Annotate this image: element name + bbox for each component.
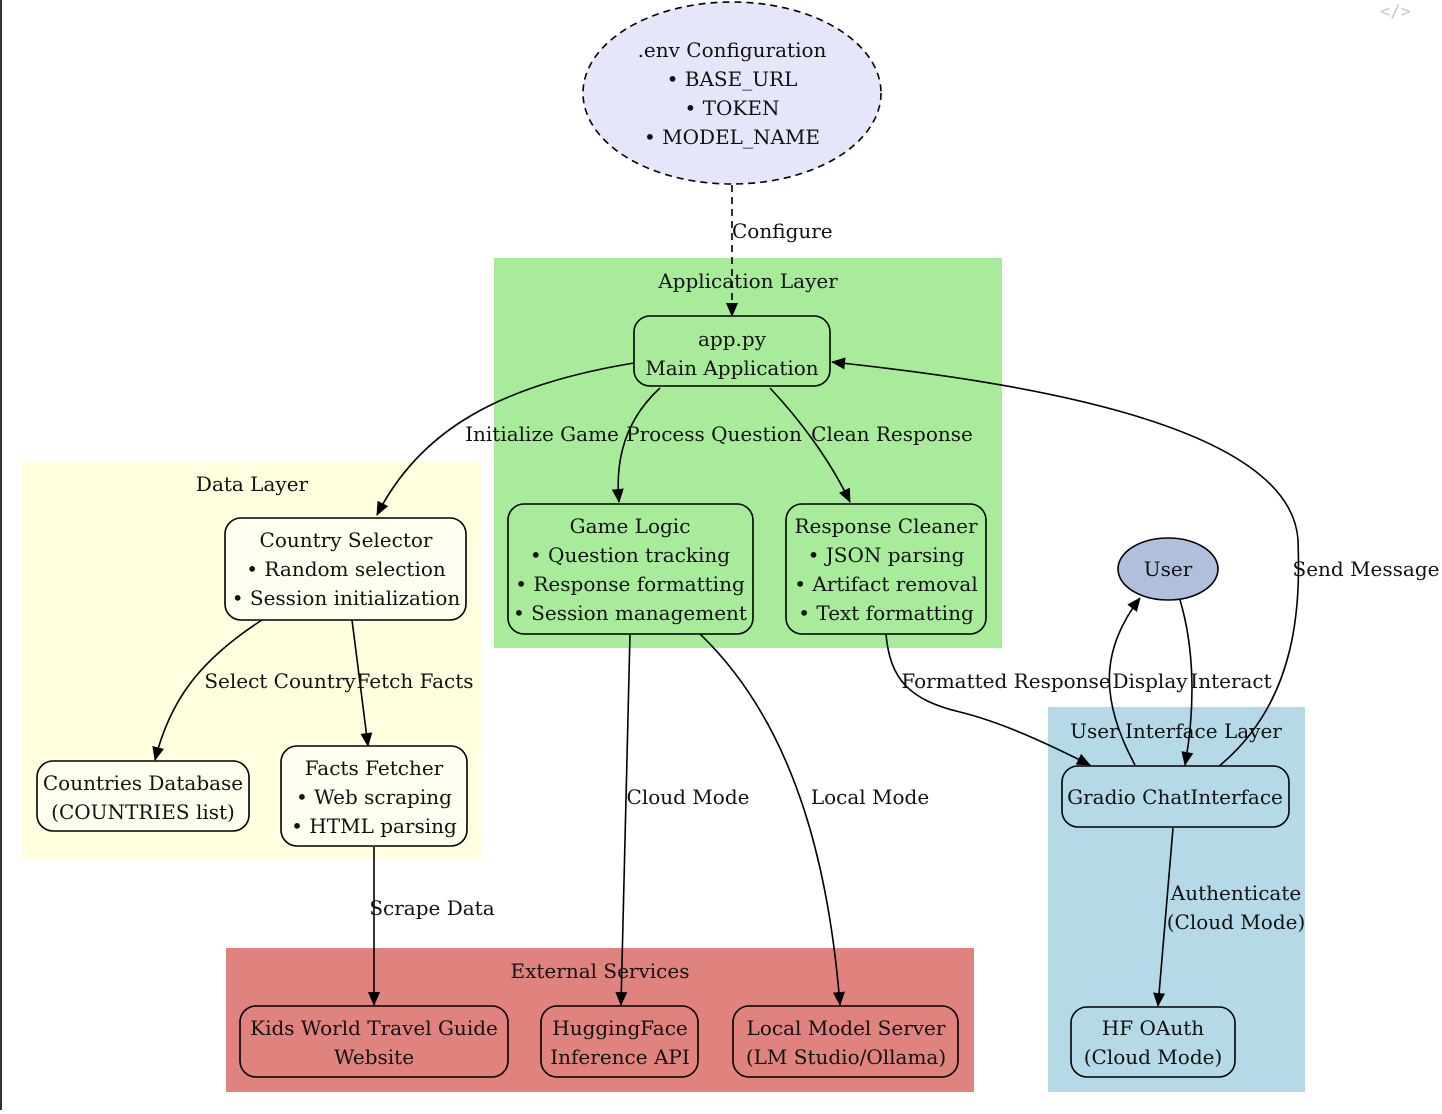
node-game-logic-line: Game Logic: [570, 514, 691, 538]
cluster-label-application-layer: Application Layer: [657, 269, 838, 293]
node-user[interactable]: User: [1117, 537, 1219, 601]
node-app-py[interactable]: app.py Main Application: [633, 315, 831, 387]
node-game-logic[interactable]: Game Logic • Question tracking • Respons…: [507, 503, 754, 635]
node-env-line: • BASE_URL: [667, 67, 798, 91]
node-app-line: Main Application: [645, 356, 818, 380]
node-country-selector-line: Country Selector: [260, 528, 433, 552]
edge-label-display: Display: [1112, 669, 1188, 693]
node-response-cleaner-line: • Artifact removal: [794, 572, 978, 596]
node-huggingface-inference-api[interactable]: HuggingFace Inference API: [540, 1005, 699, 1078]
node-kids-world-travel-guide[interactable]: Kids World Travel Guide Website: [239, 1005, 509, 1078]
node-local-model-server[interactable]: Local Model Server (LM Studio/Ollama): [732, 1005, 959, 1078]
node-country-selector-line: • Session initialization: [232, 586, 461, 610]
edge-send-message: [831, 357, 1300, 768]
cluster-label-user-interface-layer: User Interface Layer: [1070, 719, 1282, 743]
node-local-model-line: Local Model Server: [747, 1016, 946, 1040]
node-app-line: app.py: [698, 327, 767, 351]
edge-label-authenticate-1: Authenticate: [1170, 881, 1301, 905]
node-huggingface-line: HuggingFace: [552, 1016, 688, 1040]
node-facts-fetcher[interactable]: Facts Fetcher • Web scraping • HTML pars…: [280, 745, 468, 847]
node-game-logic-line: • Session management: [513, 601, 747, 625]
edge-fetch-facts: [351, 619, 373, 747]
cluster-label-data-layer: Data Layer: [196, 472, 309, 496]
edge-authenticate: [1153, 827, 1174, 1007]
edge-label-scrape-data: Scrape Data: [369, 896, 494, 920]
edge-cloud-mode: [615, 633, 631, 1006]
node-countries-db-line: (COUNTRIES list): [51, 800, 235, 824]
node-response-cleaner-line: • Text formatting: [798, 601, 974, 625]
edge-label-select-country: Select Country: [204, 669, 356, 693]
node-facts-fetcher-line: • Web scraping: [296, 785, 452, 809]
edge-select-country: [152, 619, 263, 761]
edge-initialize-game: [376, 362, 635, 516]
node-user-line: User: [1144, 557, 1193, 581]
node-response-cleaner-line: Response Cleaner: [794, 514, 978, 538]
edge-interact: [1179, 599, 1194, 766]
node-response-cleaner-line: • JSON parsing: [808, 543, 965, 567]
node-gradio-chatinterface[interactable]: Gradio ChatInterface: [1061, 765, 1290, 828]
node-response-cleaner[interactable]: Response Cleaner • JSON parsing • Artifa…: [785, 503, 987, 635]
edge-label-local-mode: Local Mode: [811, 785, 929, 809]
node-kids-world-line: Kids World Travel Guide: [250, 1016, 498, 1040]
node-hf-oauth-line: (Cloud Mode): [1084, 1045, 1223, 1069]
edge-formatted-response: [885, 633, 1091, 766]
edge-label-cloud-mode: Cloud Mode: [627, 785, 750, 809]
edge-label-send-message: Send Message: [1293, 557, 1440, 581]
edge-label-authenticate-2: (Cloud Mode): [1167, 910, 1306, 934]
node-kids-world-line: Website: [334, 1045, 414, 1069]
node-country-selector-line: • Random selection: [246, 557, 446, 581]
node-env-configuration[interactable]: .env Configuration • BASE_URL • TOKEN • …: [582, 1, 882, 185]
node-facts-fetcher-line: • HTML parsing: [291, 814, 457, 838]
edge-label-formatted-response: Formatted Response: [901, 669, 1110, 693]
cluster-label-external-services: External Services: [511, 959, 690, 983]
node-facts-fetcher-line: Facts Fetcher: [305, 756, 444, 780]
edges: [152, 185, 1300, 1007]
node-huggingface-line: Inference API: [550, 1045, 690, 1069]
node-env-line: • MODEL_NAME: [644, 125, 820, 149]
node-country-selector[interactable]: Country Selector • Random selection • Se…: [224, 517, 467, 621]
edge-label-initialize-game: Initialize Game: [465, 422, 619, 446]
edge-display: [1108, 597, 1141, 766]
node-local-model-line: (LM Studio/Ollama): [746, 1045, 946, 1069]
node-hf-oauth-line: HF OAuth: [1102, 1016, 1204, 1040]
edge-labels: Configure Initialize Game Process Questi…: [204, 219, 1439, 934]
edge-label-configure: Configure: [732, 219, 833, 243]
node-game-logic-line: • Question tracking: [530, 543, 730, 567]
edge-local-mode: [699, 633, 845, 1006]
node-gradio-line: Gradio ChatInterface: [1067, 785, 1283, 809]
node-countries-db-line: Countries Database: [43, 771, 243, 795]
edge-label-process-question: Process Question: [626, 422, 802, 446]
edge-clean-response: [769, 387, 851, 503]
node-game-logic-line: • Response formatting: [515, 572, 745, 596]
edge-label-fetch-facts: Fetch Facts: [356, 669, 473, 693]
code-icon[interactable]: </>: [1380, 2, 1411, 22]
node-countries-database[interactable]: Countries Database (COUNTRIES list): [36, 760, 250, 832]
edge-label-clean-response: Clean Response: [811, 422, 973, 446]
node-hf-oauth[interactable]: HF OAuth (Cloud Mode): [1070, 1006, 1236, 1078]
edge-process-question: [611, 387, 661, 503]
node-env-line: .env Configuration: [638, 38, 827, 62]
node-env-line: • TOKEN: [685, 96, 780, 120]
left-frame-border: [0, 0, 2, 1110]
edge-label-interact: Interact: [1190, 669, 1271, 693]
